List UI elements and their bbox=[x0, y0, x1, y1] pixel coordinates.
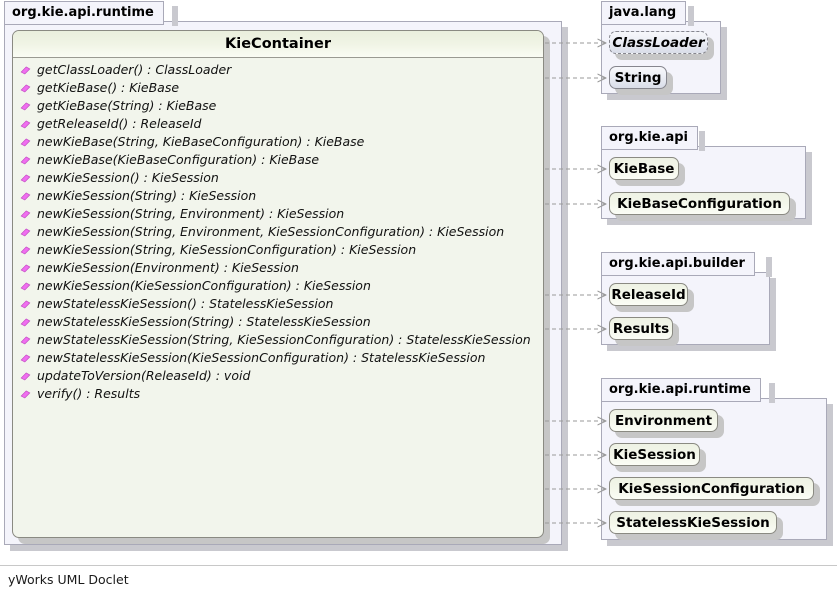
class-box-kiebaseconfiguration[interactable]: KieBaseConfiguration bbox=[609, 192, 790, 215]
class-member-label: getKieBase(String) : KieBase bbox=[37, 98, 217, 113]
class-member-label: verify() : Results bbox=[37, 386, 141, 401]
method-icon bbox=[20, 389, 31, 398]
package-tab-label-main: org.kie.api.runtime bbox=[12, 5, 154, 20]
class-member-row[interactable]: newStatelessKieSession(KieSessionConfigu… bbox=[13, 349, 543, 367]
class-member-row[interactable]: newKieSession(String, Environment, KieSe… bbox=[13, 223, 543, 241]
class-box-kiesession[interactable]: KieSession bbox=[609, 443, 700, 466]
class-box-releaseid[interactable]: ReleaseId bbox=[609, 283, 688, 306]
class-member-row[interactable]: newKieSession(Environment) : KieSession bbox=[13, 259, 543, 277]
method-icon bbox=[20, 263, 31, 272]
method-icon bbox=[20, 191, 31, 200]
package-tab-org-kie-api-runtime: org.kie.api.runtime bbox=[601, 378, 761, 402]
class-member-row[interactable]: newKieSession(KieSessionConfiguration) :… bbox=[13, 277, 543, 295]
package-tab-label-org-kie-api: org.kie.api bbox=[609, 130, 688, 145]
class-member-row[interactable]: newKieSession(String, Environment) : Kie… bbox=[13, 205, 543, 223]
class-label-string: String bbox=[614, 69, 662, 86]
class-label-statelesskiesession: StatelessKieSession bbox=[616, 514, 770, 531]
method-icon bbox=[20, 227, 31, 236]
package-tab-shadow-org-kie-api-builder bbox=[766, 257, 772, 277]
class-member-row[interactable]: newKieBase(KieBaseConfiguration) : KieBa… bbox=[13, 151, 543, 169]
class-member-row[interactable]: getReleaseId() : ReleaseId bbox=[13, 115, 543, 133]
class-member-row[interactable]: getClassLoader() : ClassLoader bbox=[13, 61, 543, 79]
class-member-label: getReleaseId() : ReleaseId bbox=[37, 116, 202, 131]
class-member-label: newKieBase(String, KieBaseConfiguration)… bbox=[37, 134, 365, 149]
method-icon bbox=[20, 335, 31, 344]
class-label-kiebaseconfiguration: KieBaseConfiguration bbox=[617, 195, 782, 212]
class-box-kiebase[interactable]: KieBase bbox=[609, 157, 679, 180]
method-icon bbox=[20, 371, 31, 380]
method-icon bbox=[20, 83, 31, 92]
class-member-label: updateToVersion(ReleaseId) : void bbox=[37, 368, 251, 383]
class-box-environment[interactable]: Environment bbox=[609, 409, 718, 432]
class-label-environment: Environment bbox=[614, 412, 713, 429]
package-tab-java-lang: java.lang bbox=[601, 1, 687, 25]
class-box-kiesessionconfiguration[interactable]: KieSessionConfiguration bbox=[609, 477, 814, 500]
class-member-row[interactable]: newStatelessKieSession(String, KieSessio… bbox=[13, 331, 543, 349]
class-box-results[interactable]: Results bbox=[609, 317, 673, 340]
footer-divider bbox=[0, 565, 837, 566]
class-member-row[interactable]: newStatelessKieSession(String) : Statele… bbox=[13, 313, 543, 331]
class-member-label: newKieSession(String, KieSessionConfigur… bbox=[37, 242, 417, 257]
class-member-label: newStatelessKieSession() : StatelessKieS… bbox=[37, 296, 334, 311]
method-icon bbox=[20, 353, 31, 362]
class-member-label: newStatelessKieSession(String, KieSessio… bbox=[37, 332, 531, 347]
package-tab-main: org.kie.api.runtime bbox=[4, 1, 164, 25]
class-member-label: newStatelessKieSession(String) : Statele… bbox=[37, 314, 371, 329]
class-member-row[interactable]: getKieBase(String) : KieBase bbox=[13, 97, 543, 115]
class-member-label: newKieSession(Environment) : KieSession bbox=[37, 260, 299, 275]
class-label-results: Results bbox=[612, 320, 670, 337]
package-tab-shadow-main bbox=[172, 6, 178, 26]
package-tab-label-org-kie-api-runtime: org.kie.api.runtime bbox=[609, 382, 751, 397]
class-label-kiesessionconfiguration: KieSessionConfiguration bbox=[618, 480, 805, 497]
class-member-label: newKieSession(String) : KieSession bbox=[37, 188, 257, 203]
class-member-row[interactable]: newStatelessKieSession() : StatelessKieS… bbox=[13, 295, 543, 313]
footer-label: yWorks UML Doclet bbox=[8, 572, 129, 587]
method-icon bbox=[20, 245, 31, 254]
package-tab-label-org-kie-api-builder: org.kie.api.builder bbox=[609, 256, 745, 271]
method-icon bbox=[20, 119, 31, 128]
method-icon bbox=[20, 173, 31, 182]
class-member-label: getClassLoader() : ClassLoader bbox=[37, 62, 232, 77]
package-tab-shadow-org-kie-api-runtime bbox=[769, 383, 775, 403]
package-tab-label-java-lang: java.lang bbox=[609, 5, 677, 20]
method-icon bbox=[20, 65, 31, 74]
class-member-label: newStatelessKieSession(KieSessionConfigu… bbox=[37, 350, 486, 365]
class-label-kiesession: KieSession bbox=[613, 446, 696, 463]
method-icon bbox=[20, 317, 31, 326]
class-member-row[interactable]: getKieBase() : KieBase bbox=[13, 79, 543, 97]
class-member-row[interactable]: newKieSession(String) : KieSession bbox=[13, 187, 543, 205]
class-title-kiecontainer: KieContainer bbox=[13, 31, 543, 58]
method-icon bbox=[20, 281, 31, 290]
package-tab-shadow-java-lang bbox=[688, 6, 694, 26]
method-icon bbox=[20, 155, 31, 164]
class-member-label: newKieSession(String, Environment) : Kie… bbox=[37, 206, 345, 221]
class-box-kiecontainer[interactable]: KieContainer getClassLoader() : ClassLoa… bbox=[12, 30, 544, 538]
method-icon bbox=[20, 209, 31, 218]
method-icon bbox=[20, 299, 31, 308]
class-label-releaseid: ReleaseId bbox=[611, 286, 686, 303]
class-label-kiebase: KieBase bbox=[613, 160, 675, 177]
method-icon bbox=[20, 101, 31, 110]
class-label-classloader: ClassLoader bbox=[612, 34, 705, 51]
package-tab-shadow-org-kie-api bbox=[699, 131, 705, 151]
method-icon bbox=[20, 137, 31, 146]
class-member-label: newKieBase(KieBaseConfiguration) : KieBa… bbox=[37, 152, 320, 167]
class-member-label: newKieSession(String, Environment, KieSe… bbox=[37, 224, 505, 239]
class-member-row[interactable]: newKieSession(String, KieSessionConfigur… bbox=[13, 241, 543, 259]
class-member-row[interactable]: newKieSession() : KieSession bbox=[13, 169, 543, 187]
class-member-label: newKieSession(KieSessionConfiguration) :… bbox=[37, 278, 371, 293]
package-tab-org-kie-api-builder: org.kie.api.builder bbox=[601, 252, 755, 276]
class-member-row[interactable]: updateToVersion(ReleaseId) : void bbox=[13, 367, 543, 385]
package-tab-org-kie-api: org.kie.api bbox=[601, 126, 698, 150]
class-member-row[interactable]: newKieBase(String, KieBaseConfiguration)… bbox=[13, 133, 543, 151]
class-box-classloader[interactable]: ClassLoader bbox=[609, 31, 708, 54]
class-member-label: newKieSession() : KieSession bbox=[37, 170, 219, 185]
class-member-row[interactable]: verify() : Results bbox=[13, 385, 543, 403]
class-members-list: getClassLoader() : ClassLoader getKieBase… bbox=[13, 58, 543, 403]
class-member-label: getKieBase() : KieBase bbox=[37, 80, 180, 95]
class-box-statelesskiesession[interactable]: StatelessKieSession bbox=[609, 511, 777, 534]
class-box-string[interactable]: String bbox=[609, 66, 667, 89]
